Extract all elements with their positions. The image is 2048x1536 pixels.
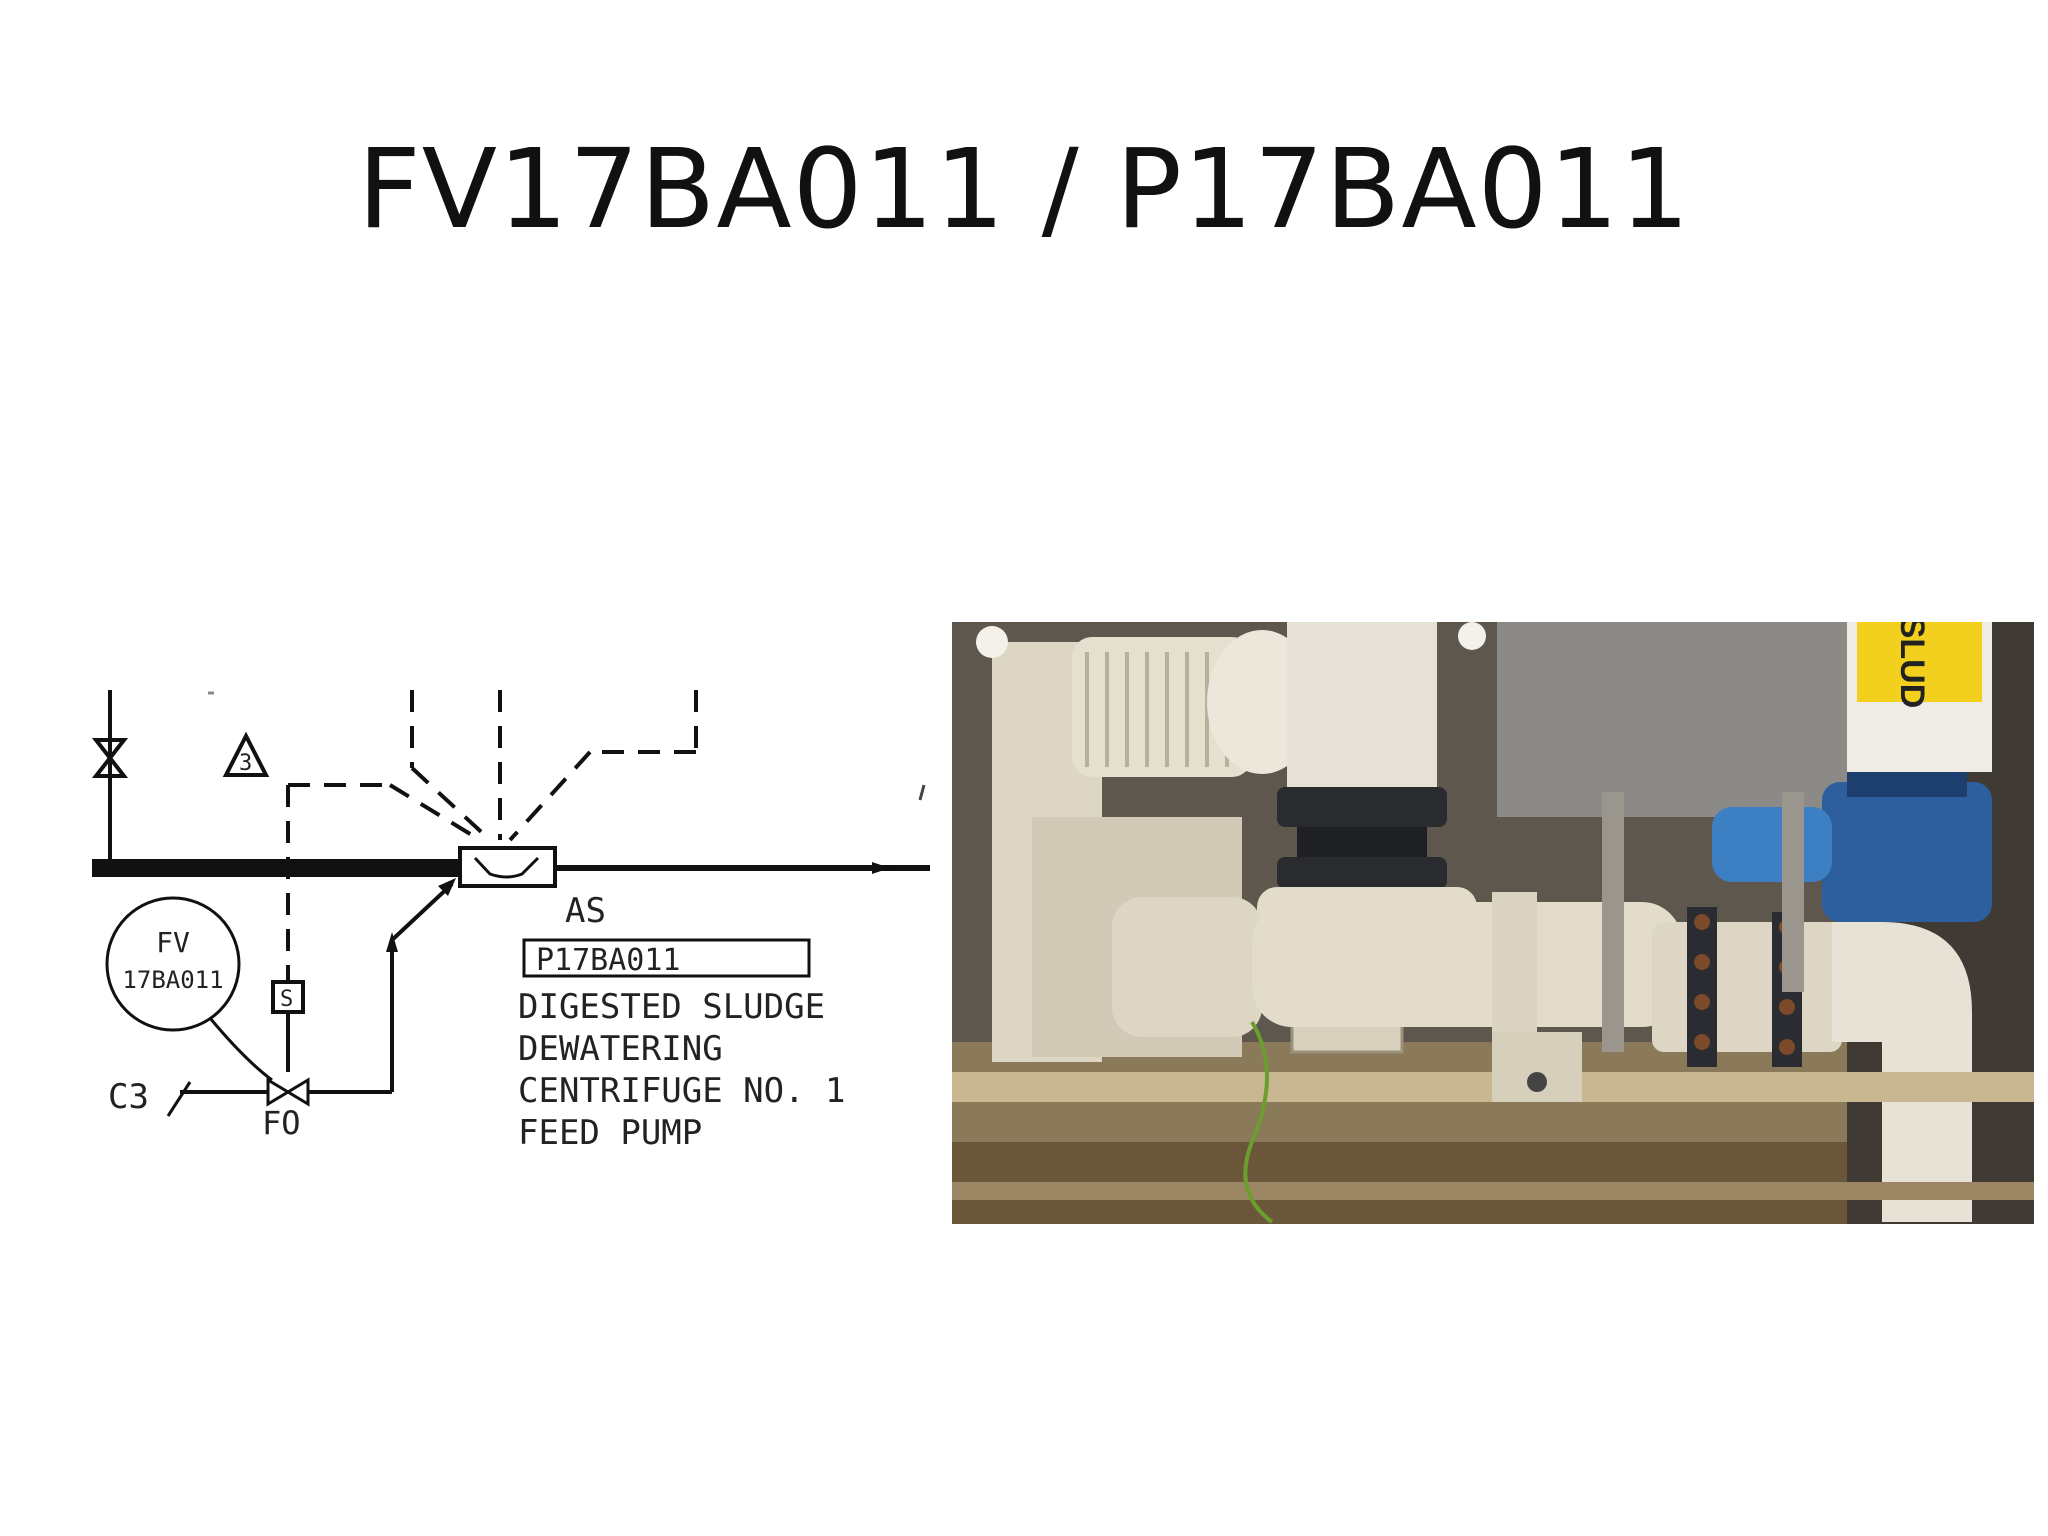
description-line-3: CENTRIFUGE NO. 1	[518, 1071, 846, 1111]
manual-valve-icon	[91, 738, 129, 778]
svg-text:17BA011: 17BA011	[122, 966, 223, 994]
motor-icon	[1072, 630, 1317, 777]
svg-text:SLUD: SLUD	[1893, 622, 1931, 708]
panel-box	[1497, 622, 1847, 817]
main-process-line	[92, 859, 460, 877]
pid-diagram: AS 3 FV 17BA011 S C3	[0, 640, 940, 1200]
flow-arrow-icon	[872, 862, 890, 874]
hand-switch-label: AS	[565, 891, 606, 931]
fail-position-label: FO	[262, 1104, 301, 1142]
slide-title: FV17BA011 / P17BA011	[357, 125, 1691, 253]
vertical-pipe	[1287, 622, 1437, 807]
signal-label: C3	[108, 1077, 149, 1117]
pump-photo: SLUD	[952, 622, 2034, 1224]
description-line-2: DEWATERING	[518, 1029, 723, 1069]
pump-body-icon	[1112, 887, 1682, 1054]
description-line-1: DIGESTED SLUDGE	[518, 987, 825, 1027]
svg-text:FV: FV	[156, 926, 190, 959]
solenoid-label: S	[280, 987, 293, 1012]
flow-element-icon	[458, 846, 557, 888]
pump-tag: P17BA011	[536, 943, 681, 978]
fv-instrument-bubble: FV 17BA011	[105, 896, 241, 1032]
svg-text:3: 3	[239, 751, 252, 776]
sign-yellow	[1857, 622, 1982, 702]
pump-tag-box	[522, 938, 811, 978]
note-triangle-icon: 3	[222, 731, 270, 777]
fail-open-valve-icon	[266, 1077, 310, 1107]
description-line-4: FEED PUMP	[518, 1113, 702, 1153]
